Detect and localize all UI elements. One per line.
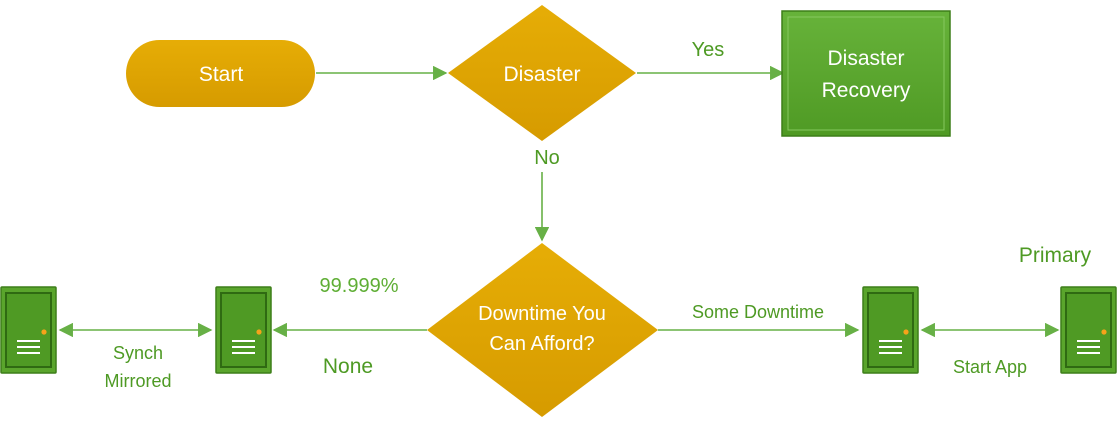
mirrored-label: Mirrored (104, 371, 171, 391)
downtime-label-line-2: Can Afford? (489, 333, 594, 355)
five-nines-label: 99.999% (320, 275, 399, 297)
primary-label: Primary (1019, 244, 1092, 267)
disaster-recovery-label-line-1: Disaster (827, 47, 904, 70)
disaster-label: Disaster (503, 63, 580, 86)
yes-label: Yes (692, 39, 725, 61)
start-label: Start (199, 63, 244, 86)
downtime-decision: Downtime You Can Afford? (427, 243, 658, 417)
disaster-recovery-node: Disaster Recovery (781, 10, 951, 137)
some-downtime-label: Some Downtime (692, 302, 824, 322)
server-icon (0, 286, 57, 374)
server-icon (215, 286, 272, 374)
none-label: None (323, 355, 373, 378)
synch-label: Synch (113, 343, 163, 363)
disaster-decision: Disaster (448, 5, 636, 141)
server-icon (1060, 286, 1117, 374)
start-app-label: Start App (953, 357, 1027, 377)
server-icon (862, 286, 919, 374)
start-node: Start (126, 40, 315, 107)
disaster-recovery-label-line-2: Recovery (822, 79, 911, 102)
downtime-label-line-1: Downtime You (478, 303, 606, 325)
no-label: No (534, 147, 560, 169)
